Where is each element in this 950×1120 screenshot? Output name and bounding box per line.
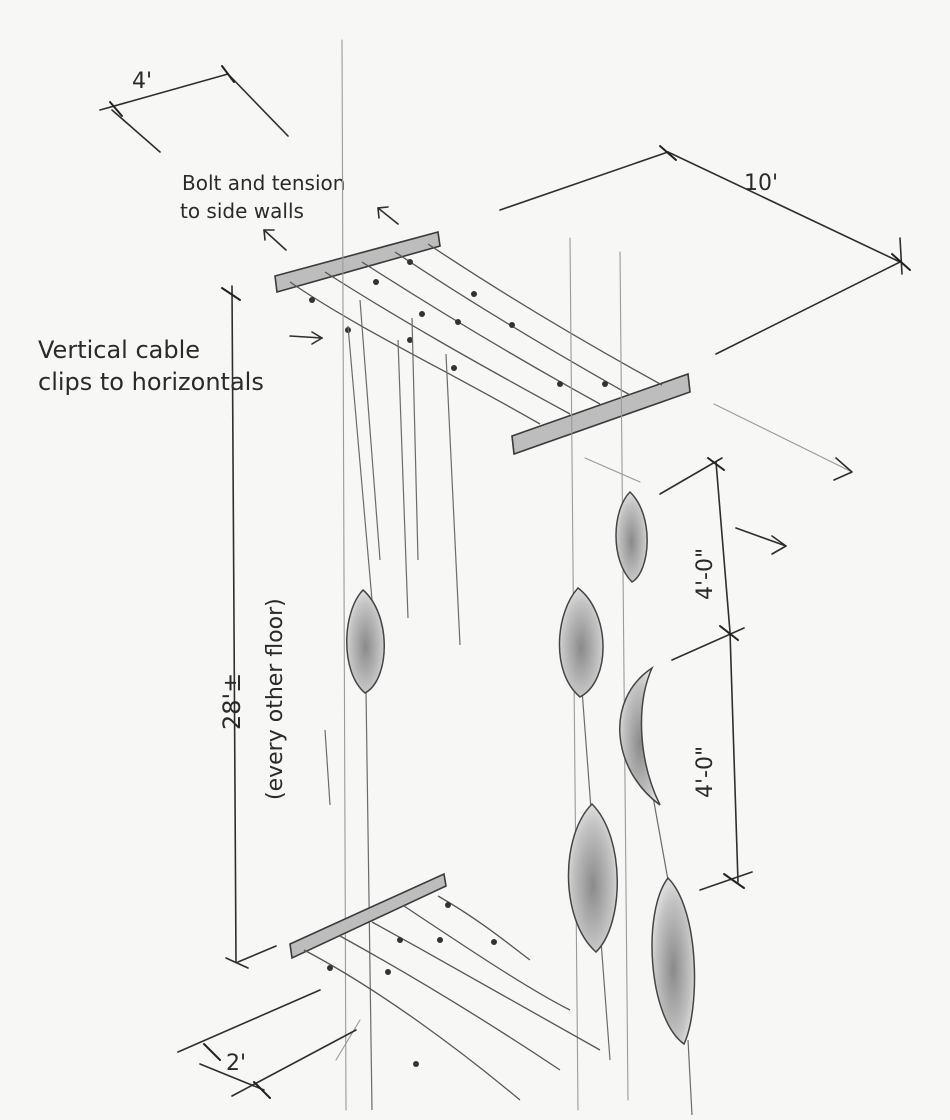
- panel-6: [651, 876, 696, 1046]
- note-bolt-line1: Bolt and tension: [182, 171, 345, 195]
- panel-1: [346, 588, 385, 694]
- dim-label-spacing-lower: 4'-0": [693, 746, 718, 798]
- panel-3: [615, 490, 648, 583]
- note-bolt-tension: Bolt and tension to side walls: [180, 171, 399, 251]
- note-bolt-line2: to side walls: [180, 199, 304, 223]
- arrow-down-right-icon: [735, 527, 787, 547]
- dimension-spacing: 4'-0" 4'-0": [659, 457, 787, 891]
- panel-4: [619, 665, 661, 806]
- arrow-up-right-icon: [377, 207, 399, 225]
- lower-beam: [289, 872, 447, 960]
- dim-label-2ft: 2': [226, 1051, 246, 1076]
- panel-5: [567, 802, 618, 954]
- arrow-up-left-icon: [263, 229, 287, 251]
- note-cable-line1: Vertical cable: [38, 336, 200, 364]
- dim-label-10ft: 10': [744, 171, 778, 196]
- dimension-4ft: 4': [99, 65, 289, 153]
- panel-2: [558, 586, 604, 698]
- hanging-panels: [346, 490, 696, 1046]
- dim-label-height-note: (every other floor): [263, 598, 288, 800]
- dim-label-spacing-upper: 4'-0": [693, 548, 718, 600]
- dimension-2ft: 2': [177, 989, 357, 1099]
- dimension-height: 28'± (every other floor): [218, 285, 288, 969]
- dimension-10ft: 10': [499, 145, 911, 355]
- upper-beam-left: [274, 230, 441, 294]
- dim-label-height: 28'±: [218, 673, 246, 730]
- upper-beam-right: [511, 372, 691, 456]
- upper-cable-frame: [274, 230, 853, 483]
- note-cable-line2: clips to horizontals: [38, 368, 264, 396]
- dim-label-4ft: 4': [132, 69, 152, 94]
- note-cable-clips: Vertical cable clips to horizontals: [38, 331, 323, 396]
- lower-cable-frame: [289, 872, 601, 1101]
- arrow-right-icon: [289, 335, 323, 339]
